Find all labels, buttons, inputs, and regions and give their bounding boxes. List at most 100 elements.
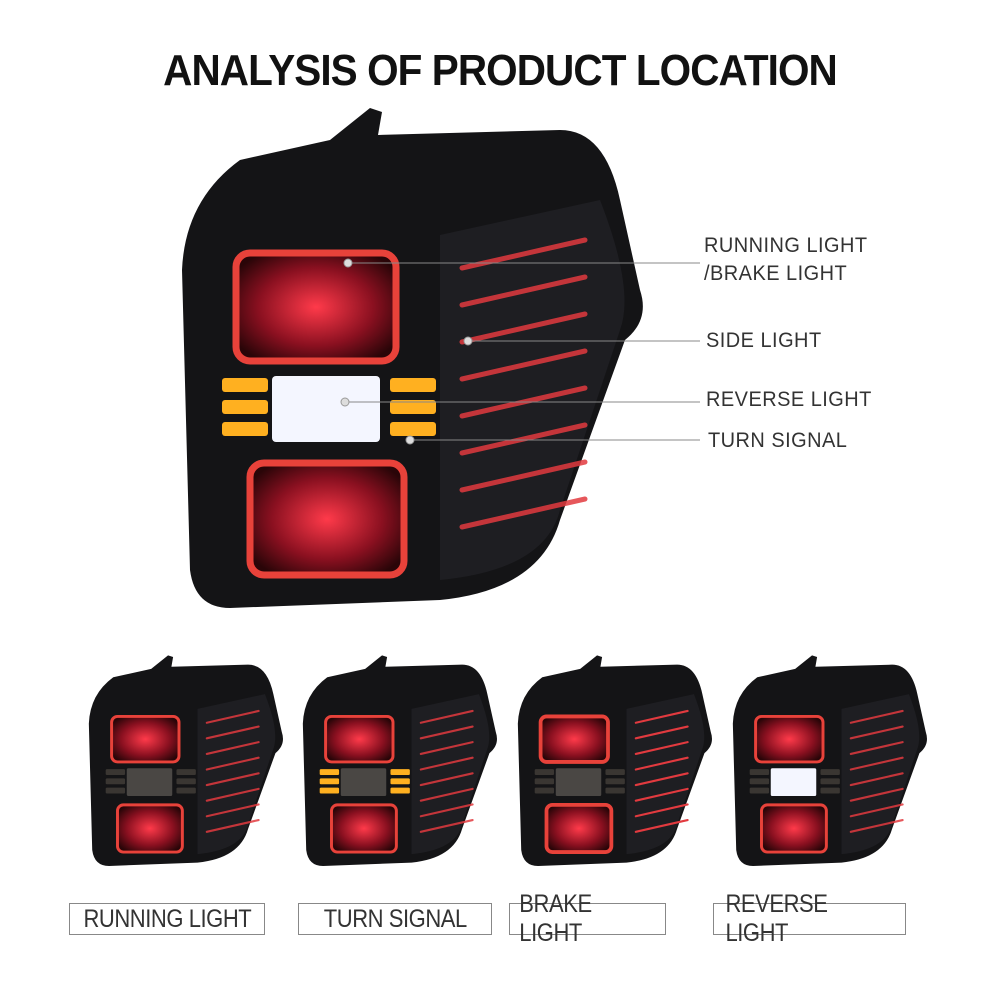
side-light-slit: [459, 422, 588, 456]
turn-signal-segment: [605, 787, 625, 794]
upper-lens-halo: [110, 714, 181, 764]
upper-lens-halo: [754, 714, 825, 764]
turn-signal-segment: [390, 778, 410, 785]
upper-lens-halo: [324, 714, 395, 764]
side-light-slit: [849, 741, 904, 755]
callout-dot-side: [463, 336, 473, 346]
lower-lens-halo: [246, 459, 408, 579]
side-light-slit: [419, 818, 474, 833]
turn-signal-segment: [534, 769, 555, 775]
side-light-slit: [205, 772, 260, 787]
side-light-slit: [205, 756, 260, 771]
main-tail-light-image: [180, 100, 650, 620]
callout-brake-label: /BRAKE LIGHT: [704, 262, 848, 285]
lower-lens-halo: [760, 803, 828, 854]
side-light-slit: [849, 803, 904, 818]
side-light-slit: [205, 787, 260, 802]
caption-text: REVERSE LIGHT: [725, 890, 828, 947]
reverse-light-panel: [770, 768, 817, 797]
side-light-slit: [634, 772, 689, 787]
turn-signal-segment: [605, 769, 625, 775]
side-light-slit: [634, 803, 689, 818]
side-light-slit: [634, 787, 689, 802]
turn-signal-segment: [319, 787, 340, 794]
turn-signal-segment: [176, 787, 196, 794]
turn-signal-segment: [605, 778, 625, 785]
side-light-slit: [205, 725, 260, 740]
turn-signal-segment: [105, 787, 126, 794]
side-light-slit: [459, 274, 588, 308]
caption-text: RUNNING LIGHT: [83, 904, 251, 933]
side-panel: [841, 694, 920, 855]
side-light-slit: [849, 787, 904, 802]
turn-signal-segment: [534, 787, 555, 794]
side-light-slit: [849, 772, 904, 787]
turn-signal-segment: [749, 769, 770, 775]
side-light-slit: [419, 725, 474, 740]
side-light-slit: [419, 709, 474, 724]
turn-signal-segment: [534, 778, 555, 785]
side-light-slit: [849, 818, 904, 833]
lower-lens-halo: [544, 802, 614, 854]
side-light-slit: [634, 709, 689, 724]
side-light-slit: [849, 725, 904, 740]
page-title: ANALYSIS OF PRODUCT LOCATION: [163, 46, 838, 95]
turn-signal-segment: [749, 778, 770, 785]
side-light-slit: [634, 725, 689, 740]
caption-running-light: RUNNING LIGHT: [69, 903, 265, 935]
side-light-slit: [849, 756, 904, 771]
side-light-slit: [634, 741, 689, 755]
side-light-slit: [634, 756, 689, 771]
callout-reverse-light: REVERSE LIGHT: [706, 388, 872, 411]
lower-lens-halo: [330, 803, 398, 854]
callout-dot-reverse: [340, 397, 350, 407]
side-light-slit: [419, 756, 474, 771]
turn-signal-segment: [176, 778, 196, 785]
caption-brake-light: BRAKE LIGHT: [509, 890, 666, 947]
turn-signal-segment: [390, 378, 436, 392]
side-light-slit: [419, 787, 474, 802]
caption-text: TURN SIGNAL: [323, 904, 467, 933]
turn-signal-segment: [390, 422, 436, 436]
side-light-slit: [459, 311, 588, 345]
mode-image-reverse: [732, 652, 930, 871]
side-panel: [411, 694, 490, 855]
caption-text: BRAKE LIGHT: [519, 890, 592, 947]
reverse-light-panel: [272, 376, 380, 442]
turn-signal-segment: [820, 769, 840, 775]
reverse-light-panel: [126, 768, 173, 797]
callout-side-light: SIDE LIGHT: [706, 329, 822, 352]
mode-image-turn: [302, 652, 500, 871]
callout-dot-turn: [405, 435, 415, 445]
reverse-light-panel: [555, 768, 602, 797]
side-light-slit: [205, 803, 260, 818]
upper-lens-halo: [232, 249, 400, 365]
turn-signal-segment: [390, 400, 436, 414]
turn-signal-segment: [820, 778, 840, 785]
turn-signal-segment: [222, 422, 268, 436]
caption-reverse-light: REVERSE LIGHT: [713, 890, 906, 947]
side-panel: [197, 694, 276, 855]
turn-signal-segment: [105, 769, 126, 775]
turn-signal-segment: [319, 778, 340, 785]
callout-dot-running: [343, 258, 353, 268]
side-light-slit: [205, 709, 260, 724]
turn-signal-segment: [319, 769, 340, 775]
side-light-slit: [205, 818, 260, 833]
turn-signal-segment: [749, 787, 770, 794]
upper-lens-halo: [538, 714, 610, 764]
turn-signal-segment: [222, 378, 268, 392]
side-light-slit: [419, 741, 474, 755]
mode-image-brake: [517, 652, 715, 871]
turn-signal-segment: [176, 769, 196, 775]
side-panel: [626, 694, 705, 855]
caption-turn-signal: TURN SIGNAL: [298, 903, 492, 935]
side-light-slit: [419, 772, 474, 787]
side-light-slit: [459, 348, 588, 382]
side-light-slit: [849, 709, 904, 724]
callout-running-label: RUNNING LIGHT: [704, 234, 868, 257]
turn-signal-segment: [390, 769, 410, 775]
reverse-light-panel: [340, 768, 387, 797]
side-light-slit: [459, 459, 588, 493]
